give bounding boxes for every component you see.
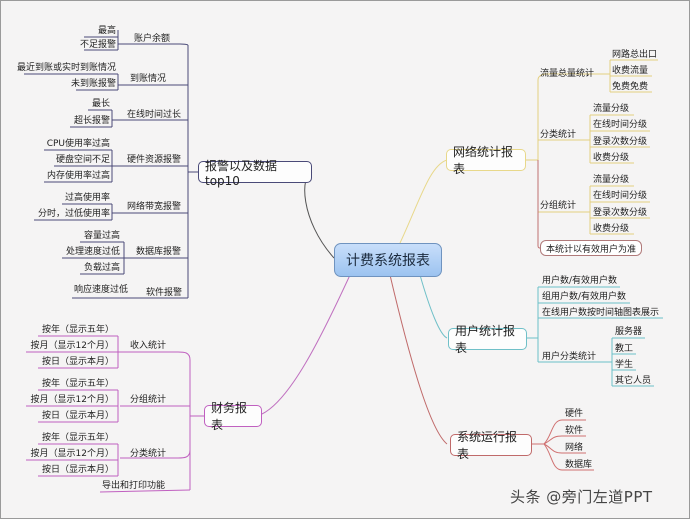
network-item: 登录次数分级	[593, 208, 648, 218]
alarm-hardware[interactable]: 硬件资源报警	[127, 155, 182, 165]
system-software[interactable]: 软件	[565, 426, 584, 436]
network-item: 网路总出口	[612, 50, 658, 60]
system-node[interactable]: 系统运行报表	[450, 430, 532, 461]
network-category[interactable]: 分类统计	[540, 130, 577, 140]
network-item: 在线时间分级	[593, 120, 648, 130]
alarm-item: 响应速度过低	[73, 285, 128, 295]
alarm-database[interactable]: 数据库报警	[136, 247, 182, 257]
alarm-item: 最高	[97, 26, 116, 36]
users-online-timeline[interactable]: 在线用户数按时间轴图表展示	[542, 308, 660, 318]
alarm-item: 超长报警	[73, 116, 110, 126]
alarm-item: 内存使用率过高	[46, 171, 110, 181]
system-hardware[interactable]: 硬件	[565, 409, 584, 419]
users-count[interactable]: 用户数/有效用户数	[542, 276, 618, 286]
system-database[interactable]: 数据库	[565, 460, 593, 470]
finance-item: 按年（显示五年）	[41, 433, 114, 443]
users-category[interactable]: 用户分类统计	[542, 352, 597, 362]
users-item: 服务器	[615, 327, 643, 337]
users-node[interactable]: 用户统计报表	[448, 324, 527, 355]
finance-item: 按年（显示五年）	[41, 325, 114, 335]
network-item: 登录次数分级	[593, 137, 648, 147]
alarm-item: 过高使用率	[64, 193, 110, 203]
finance-node[interactable]: 财务报表	[204, 401, 262, 432]
users-group-count[interactable]: 组用户数/有效用户数	[542, 292, 627, 302]
alarm-account-balance[interactable]: 账户余额	[134, 34, 171, 44]
watermark: 头条 @旁门左道PPT	[510, 488, 653, 506]
finance-group[interactable]: 分组统计	[130, 395, 167, 405]
network-item: 收费分级	[593, 224, 630, 234]
users-item: 其它人员	[615, 376, 652, 386]
system-network[interactable]: 网络	[565, 443, 584, 453]
network-node[interactable]: 网络统计报表	[446, 145, 526, 176]
finance-item: 按月（显示12个月）	[30, 449, 114, 459]
network-item: 流量分级	[593, 104, 630, 114]
alarm-item: 未到账报警	[70, 79, 116, 89]
alarm-software[interactable]: 软件报警	[146, 288, 183, 298]
alarm-item: 分时，过低使用率	[37, 209, 110, 219]
alarm-item: 容量过高	[83, 231, 120, 241]
root-node[interactable]: 计费系统报表	[334, 243, 442, 277]
users-item: 学生	[615, 360, 634, 370]
network-item: 在线时间分级	[593, 191, 648, 201]
finance-category[interactable]: 分类统计	[130, 449, 167, 459]
network-item: 收费流量	[612, 66, 649, 76]
alarm-item: 硬盘空间不足	[55, 155, 110, 165]
network-item: 收费分级	[593, 153, 630, 163]
alarm-item: 最近到账或实时到账情况	[16, 63, 116, 73]
network-item: 免费免费	[612, 82, 649, 92]
network-group[interactable]: 分组统计	[540, 201, 577, 211]
network-item: 流量分级	[593, 175, 630, 185]
alarm-item: CPU使用率过高	[46, 139, 110, 149]
alarm-payment-status[interactable]: 到账情况	[130, 74, 167, 84]
users-item: 教工	[615, 344, 634, 354]
network-note: 本统计以有效用户为准	[540, 240, 642, 256]
alarm-node[interactable]: 报警以及数据top10	[198, 159, 312, 188]
alarm-item: 处理速度过低	[65, 247, 120, 257]
finance-item: 按日（显示本月）	[41, 357, 114, 367]
finance-item: 按日（显示本月）	[41, 411, 114, 421]
finance-income[interactable]: 收入统计	[130, 341, 167, 351]
finance-item: 按月（显示12个月）	[30, 395, 114, 405]
finance-item: 按年（显示五年）	[41, 379, 114, 389]
alarm-bandwidth[interactable]: 网络带宽报警	[127, 202, 182, 212]
alarm-online-time[interactable]: 在线时间过长	[127, 110, 182, 120]
finance-export-print[interactable]: 导出和打印功能	[102, 481, 166, 491]
alarm-item: 负载过高	[83, 263, 120, 273]
alarm-item: 不足报警	[79, 40, 116, 50]
alarm-item: 最长	[91, 99, 110, 109]
finance-item: 按月（显示12个月）	[30, 341, 114, 351]
network-traffic-total[interactable]: 流量总量统计	[540, 69, 595, 79]
finance-item: 按日（显示本月）	[41, 465, 114, 475]
